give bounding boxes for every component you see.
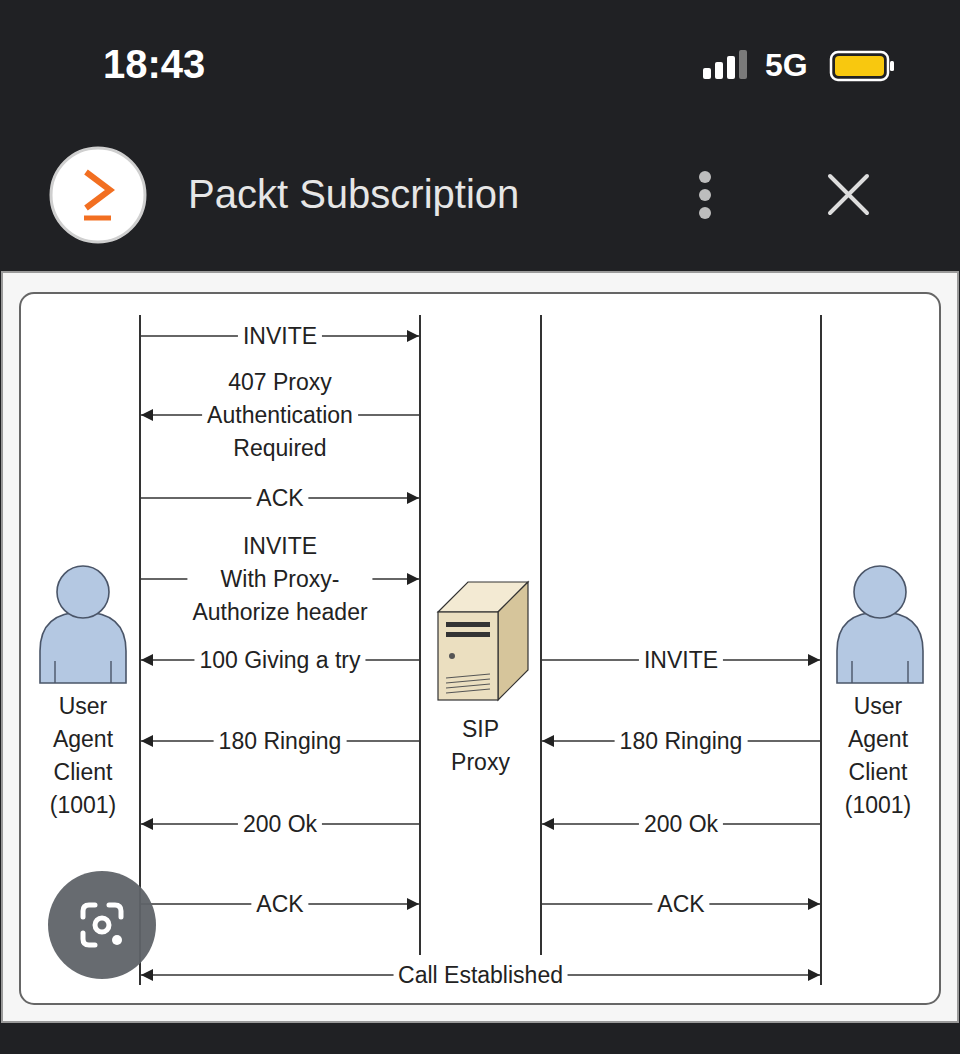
app-logo bbox=[51, 148, 145, 242]
close-icon bbox=[830, 176, 867, 213]
content-area bbox=[2, 272, 958, 1022]
menu-dot bbox=[699, 189, 711, 201]
actor-lifeline: User Agent Client (1001) bbox=[820, 315, 935, 985]
vent-lines bbox=[446, 674, 490, 693]
message-label: ACK bbox=[652, 888, 709, 921]
message-label: 100 Giving a try bbox=[194, 644, 365, 677]
message-label: 180 Ringing bbox=[214, 725, 347, 758]
person-body bbox=[40, 612, 126, 683]
person-icon bbox=[835, 565, 925, 685]
drive-slot bbox=[446, 632, 490, 637]
message-label: INVITE bbox=[639, 644, 723, 677]
message-label: INVITE bbox=[238, 320, 322, 353]
person-arm bbox=[852, 661, 908, 683]
status-time: 18:43 bbox=[103, 42, 205, 87]
message-label: 200 Ok bbox=[639, 808, 723, 841]
lens-icon bbox=[83, 905, 121, 945]
message-label: 180 Ringing bbox=[615, 725, 748, 758]
node-label: User Agent Client (1001) bbox=[828, 690, 928, 822]
person-head bbox=[57, 566, 109, 618]
server-icon bbox=[436, 578, 531, 703]
message-label: ACK bbox=[251, 482, 308, 515]
person-body bbox=[837, 612, 923, 683]
lens-button bbox=[48, 871, 156, 979]
battery-nub bbox=[890, 61, 894, 71]
node-label: SIP Proxy bbox=[421, 713, 540, 779]
diagram-frame bbox=[20, 293, 940, 1004]
server-front bbox=[438, 612, 498, 700]
drive-slot bbox=[446, 622, 490, 627]
signal-bar bbox=[727, 56, 735, 79]
signal-bar bbox=[715, 62, 723, 79]
signal-bar bbox=[703, 68, 711, 79]
menu-dot bbox=[699, 171, 711, 183]
message-label: Call Established bbox=[393, 959, 568, 992]
message-label: INVITE With Proxy- Authorize header bbox=[187, 530, 372, 629]
person-head bbox=[854, 566, 906, 618]
message-label: 200 Ok bbox=[238, 808, 322, 841]
menu-dot bbox=[699, 207, 711, 219]
actor-lifeline: User Agent Client (1001) bbox=[30, 315, 141, 985]
app-title: Packt Subscription bbox=[188, 172, 519, 217]
logo-chevron bbox=[86, 172, 110, 208]
power-light bbox=[449, 653, 455, 659]
logo-underline bbox=[84, 216, 111, 221]
lens-icon bbox=[112, 935, 122, 945]
proxy-lifeline: SIP Proxy bbox=[419, 315, 542, 955]
message-label: 407 Proxy Authentication Required bbox=[202, 366, 358, 465]
server-side bbox=[498, 582, 528, 700]
person-arm bbox=[55, 661, 111, 683]
lens-icon bbox=[95, 918, 109, 932]
battery-outline bbox=[831, 52, 888, 80]
network-type: 5G bbox=[765, 47, 808, 84]
signal-bar bbox=[739, 50, 747, 79]
message-label: ACK bbox=[251, 888, 308, 921]
node-label: User Agent Client (1001) bbox=[33, 690, 133, 822]
battery-level bbox=[835, 56, 884, 76]
person-icon bbox=[38, 565, 128, 685]
